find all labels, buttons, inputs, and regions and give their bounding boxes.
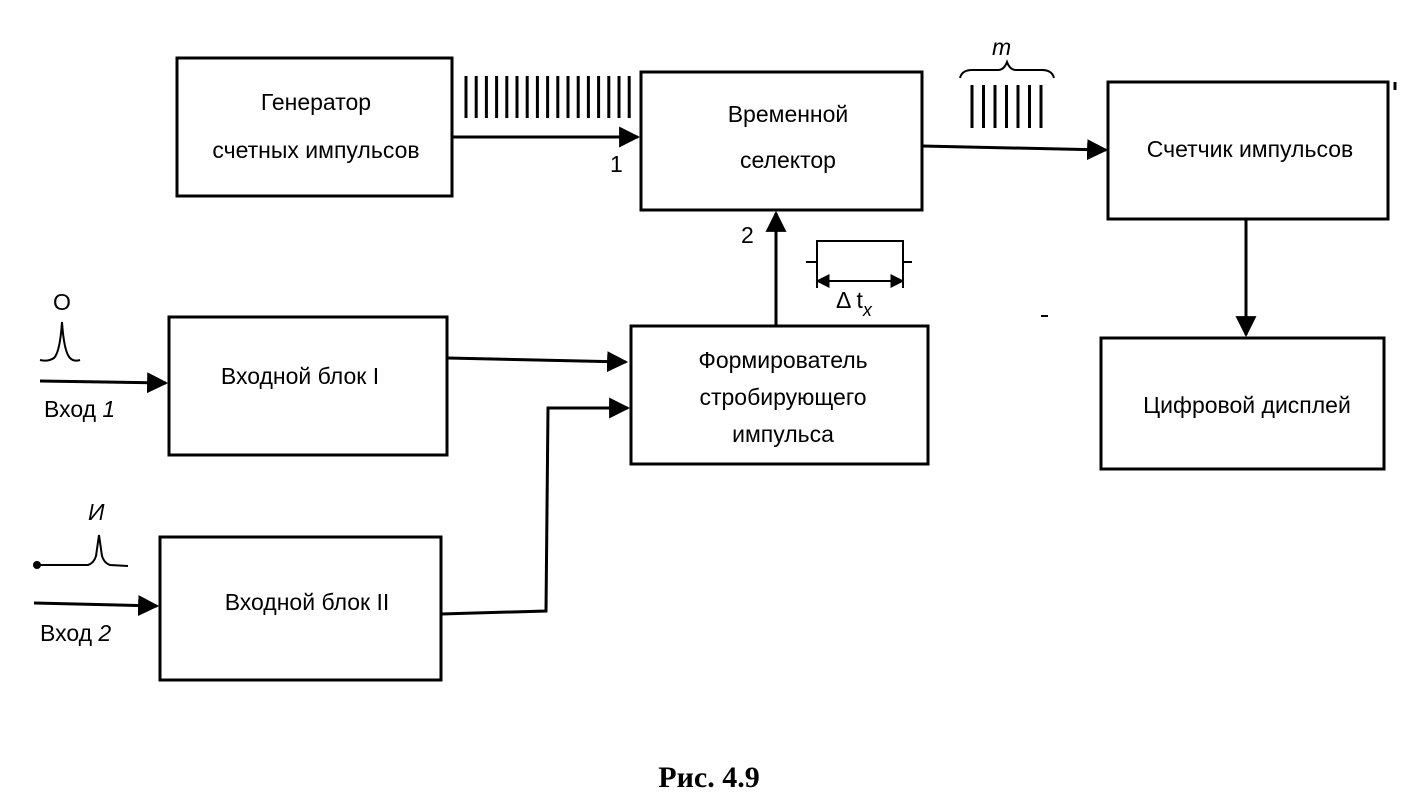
input2-to-former-line xyxy=(440,397,631,616)
strobe-pulse-icon xyxy=(806,240,912,288)
pulse-i-label: И xyxy=(88,499,105,525)
generator-label-line2: счетных импульсов xyxy=(212,137,419,163)
figure-caption: Рис. 4.9 xyxy=(658,761,759,794)
strobe-former-block: Формирователь стробирующего импульса xyxy=(629,324,930,466)
input-block-2-label: Входной блок II xyxy=(225,589,390,615)
former-label-line1: Формирователь xyxy=(698,347,867,373)
digital-display-block: Цифровой дисплей xyxy=(1099,336,1386,471)
pulse-o-label: О xyxy=(53,289,71,315)
input-1-pulse-icon xyxy=(39,321,81,362)
input-1-arrow xyxy=(39,372,169,394)
display-label: Цифровой дисплей xyxy=(1143,392,1351,418)
input-2-label: Вход 2 xyxy=(40,620,111,646)
port-1-label: 1 xyxy=(610,151,623,177)
input-2-arrow xyxy=(33,595,160,617)
input-block-2: Входной блок II xyxy=(158,535,443,682)
generator-label-line1: Генератор xyxy=(261,89,371,115)
former-label-line2: стробирующего xyxy=(699,384,866,410)
selector-label-line1: Временной xyxy=(728,101,849,127)
input-block-1: Входной блок I xyxy=(167,315,449,457)
selector-to-counter-arrow xyxy=(921,139,1109,161)
input-block-1-label: Входной блок I xyxy=(221,363,379,389)
delta-t-label: Δ tx xyxy=(836,287,873,320)
time-selector-block: Временной селектор xyxy=(639,70,924,212)
counting-pulse-train xyxy=(464,76,631,118)
port-2-label: 2 xyxy=(741,222,754,248)
pulse-count-brace xyxy=(959,59,1055,79)
input-2-pulse-icon xyxy=(37,534,129,567)
input1-to-former-arrow xyxy=(446,351,629,373)
generator-block: Генератор счетных импульсов xyxy=(175,56,454,198)
selected-pulse-group xyxy=(970,85,1043,128)
counter-label: Счетчик импульсов xyxy=(1147,136,1353,162)
pulse-count-m-label: m xyxy=(992,34,1011,60)
selector-label-line2: селектор xyxy=(740,147,836,173)
pulse-counter-block: Счетчик импульсов xyxy=(1106,80,1390,221)
input-1-label: Вход 1 xyxy=(44,396,115,422)
former-label-line3: импульса xyxy=(732,421,834,447)
